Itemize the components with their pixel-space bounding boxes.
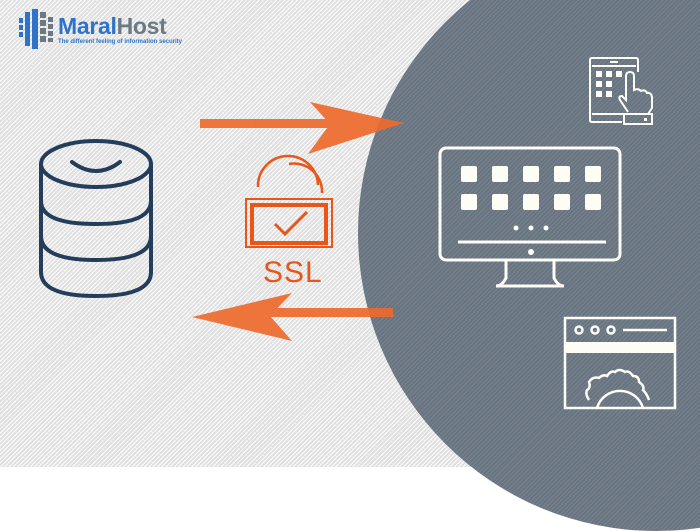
database-icon	[39, 139, 153, 299]
arrow-right-icon	[200, 102, 404, 154]
brand-name-part1: Maral	[58, 12, 117, 39]
brand-name: MaralHost	[58, 14, 182, 38]
ssl-label: SSL	[263, 256, 323, 289]
building-blocks-logo-icon	[19, 9, 53, 49]
logo[interactable]: MaralHost The different feeling of infor…	[18, 9, 182, 49]
brand-name-part2: Host	[116, 12, 167, 39]
arrow-left-icon	[192, 293, 393, 341]
tablet-touch-icon	[589, 57, 653, 125]
brand-tagline: The different feeling of information sec…	[58, 38, 183, 45]
browser-gear-icon	[563, 316, 677, 410]
padlock-check-icon	[245, 154, 333, 248]
monitor-apps-icon	[438, 146, 622, 288]
